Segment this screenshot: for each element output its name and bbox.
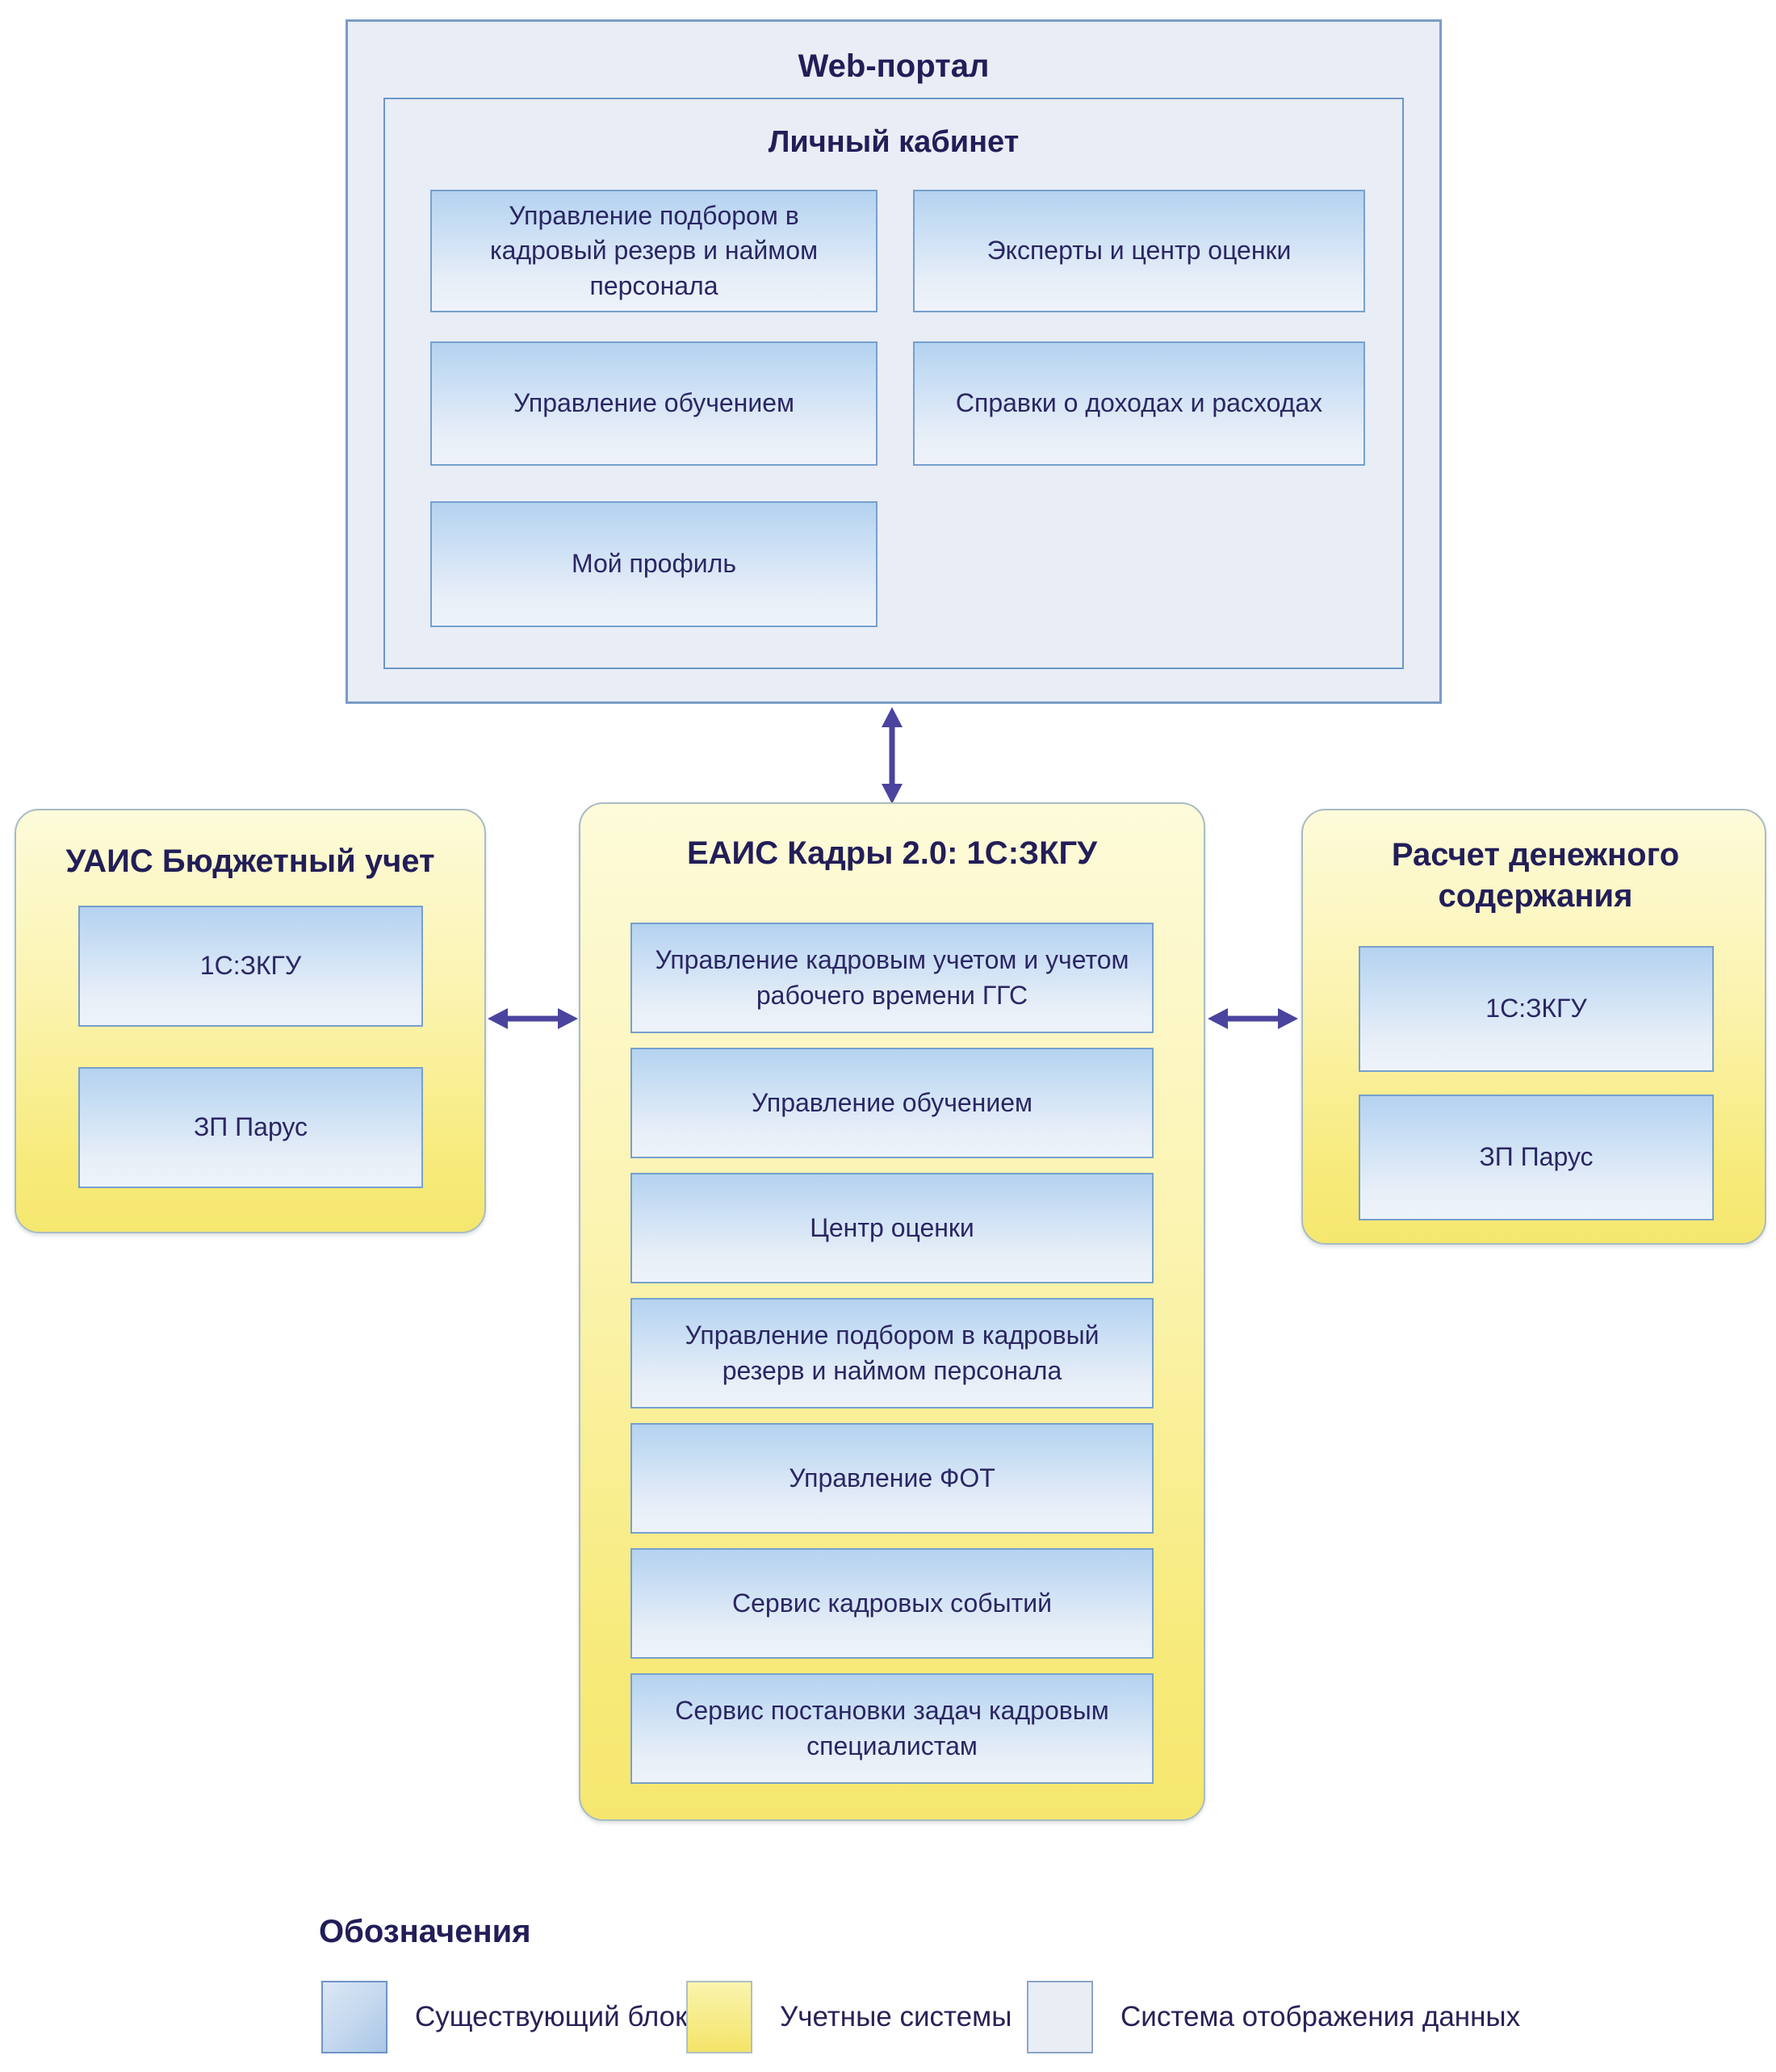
payroll-title: Расчет денежного содержания: [1391, 837, 1680, 915]
block-hr-events-service: Сервис кадровых событий: [630, 1548, 1154, 1659]
block-recruitment-reserve-hiring: Управление подбором в кадровый резерв и …: [430, 190, 878, 312]
arrow-uais-eais: [488, 1003, 578, 1035]
arrow-portal-eais: [876, 707, 908, 804]
web-portal-title: Web-портал: [798, 48, 990, 84]
eais-panel: ЕАИС Кадры 2.0: 1С:ЗКГУ Управление кадро…: [579, 802, 1205, 1821]
legend-label-accounting-systems: Учетные системы: [780, 2001, 1012, 2032]
block-training-management-eais: Управление обучением: [630, 1048, 1154, 1158]
legend-title: Обозначения: [319, 1914, 531, 1949]
personal-cabinet-title: Личный кабинет: [768, 125, 1020, 159]
legend-swatch-accounting-systems: [686, 1981, 752, 2053]
web-portal-panel: Web-портал Личный кабинет Управление под…: [346, 19, 1442, 704]
block-assessment-center: Центр оценки: [630, 1173, 1154, 1283]
uais-title: УАИС Бюджетный учет: [65, 843, 435, 879]
block-hr-tasks-service: Сервис постановки задач кадровым специал…: [630, 1673, 1154, 1784]
personal-cabinet-panel: Личный кабинет Управление подбором в кад…: [383, 98, 1404, 669]
legend-label-display-system: Система отображения данных: [1120, 2001, 1521, 2032]
block-1c-zkgu-payroll: 1С:ЗКГУ: [1359, 946, 1714, 1072]
block-my-profile: Мой профиль: [430, 501, 878, 627]
legend-swatch-display-system: [1027, 1981, 1093, 2053]
uais-panel: УАИС Бюджетный учет 1С:ЗКГУ ЗП Парус: [15, 809, 486, 1233]
arrow-eais-payroll: [1208, 1003, 1298, 1035]
block-training-management: Управление обучением: [430, 341, 878, 466]
block-1c-zkgu-uais: 1С:ЗКГУ: [78, 906, 423, 1027]
legend-label-existing-block: Существующий блок: [415, 2001, 688, 2032]
legend-item-accounting-systems: Учетные системы: [686, 1981, 1012, 2053]
legend-item-existing-block: Существующий блок: [321, 1981, 687, 2053]
block-payroll-fund-management: Управление ФОТ: [630, 1423, 1154, 1534]
block-zp-parus-uais: ЗП Парус: [78, 1067, 423, 1188]
block-income-expense-certificates: Справки о доходах и расходах: [913, 341, 1365, 466]
eais-title: ЕАИС Кадры 2.0: 1С:ЗКГУ: [686, 835, 1098, 871]
block-hr-time-accounting: Управление кадровым учетом и учетом рабо…: [630, 923, 1154, 1033]
legend-item-display-system: Система отображения данных: [1027, 1981, 1520, 2053]
block-zp-parus-payroll: ЗП Парус: [1359, 1095, 1714, 1220]
block-recruitment-reserve-hiring-eais: Управление подбором в кадровый резерв и …: [630, 1298, 1154, 1409]
block-experts-assessment-center: Эксперты и центр оценки: [913, 190, 1365, 312]
legend-swatch-existing-block: [321, 1981, 387, 2053]
payroll-panel: Расчет денежного содержания 1С:ЗКГУ ЗП П…: [1301, 809, 1766, 1245]
